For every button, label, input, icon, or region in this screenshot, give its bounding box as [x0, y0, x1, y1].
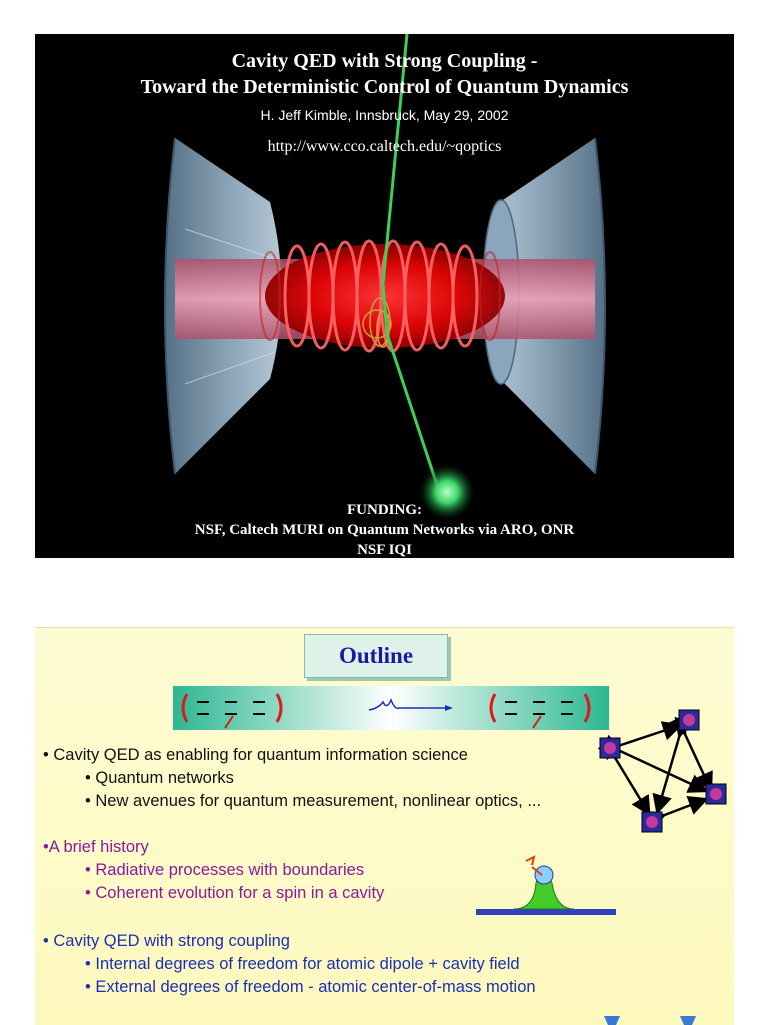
left-cavity-icon [181, 693, 283, 729]
bullet-2b: • Coherent evolution for a spin in a cav… [85, 884, 385, 902]
bullet-3b: • External degrees of freedom - atomic c… [85, 978, 536, 996]
right-cavity-icon [489, 693, 591, 729]
title-slide: Cavity QED with Strong Coupling - Toward… [35, 34, 734, 558]
slide-title-line-1: Cavity QED with Strong Coupling - [231, 50, 538, 72]
funding-line-1: NSF, Caltech MURI on Quantum Networks vi… [194, 522, 575, 538]
bullet-2a: • Radiative processes with boundaries [85, 861, 365, 879]
cavity-diagram [181, 693, 591, 729]
author-line: H. Jeff Kimble, Innsbruck, May 29, 2002 [260, 107, 509, 123]
website-url: http://www.cco.caltech.edu/~qoptics [267, 138, 502, 155]
bullet-2: •A brief history [43, 838, 149, 856]
bottom-cavity-fragment [604, 1016, 696, 1025]
network-node-icon [678, 709, 700, 731]
cavity-network-banner [173, 686, 609, 730]
outline-slide: Outline [35, 627, 734, 1025]
photon-packet-icon [368, 697, 453, 711]
bullet-3a: • Internal degrees of freedom for atomic… [85, 955, 520, 973]
bullet-1: • Cavity QED as enabling for quantum inf… [43, 746, 468, 764]
slide-title-line-2: Toward the Deterministic Control of Quan… [140, 76, 629, 98]
slide-title: Outline [338, 643, 414, 668]
bullet-3: • Cavity QED with strong coupling [43, 932, 290, 950]
funding-heading: FUNDING: [347, 502, 422, 518]
cavity-illustration [164, 34, 606, 520]
bullet-1a: • Quantum networks [85, 769, 234, 787]
funding-line-2: NSF IQI [357, 542, 412, 558]
atom-orbits [362, 297, 392, 348]
quantum-network-diagram [597, 709, 727, 833]
bullet-1b: • New avenues for quantum measurement, n… [85, 792, 542, 810]
spin-cavity-diagram [476, 855, 616, 915]
outline-title-box: Outline [304, 634, 448, 678]
